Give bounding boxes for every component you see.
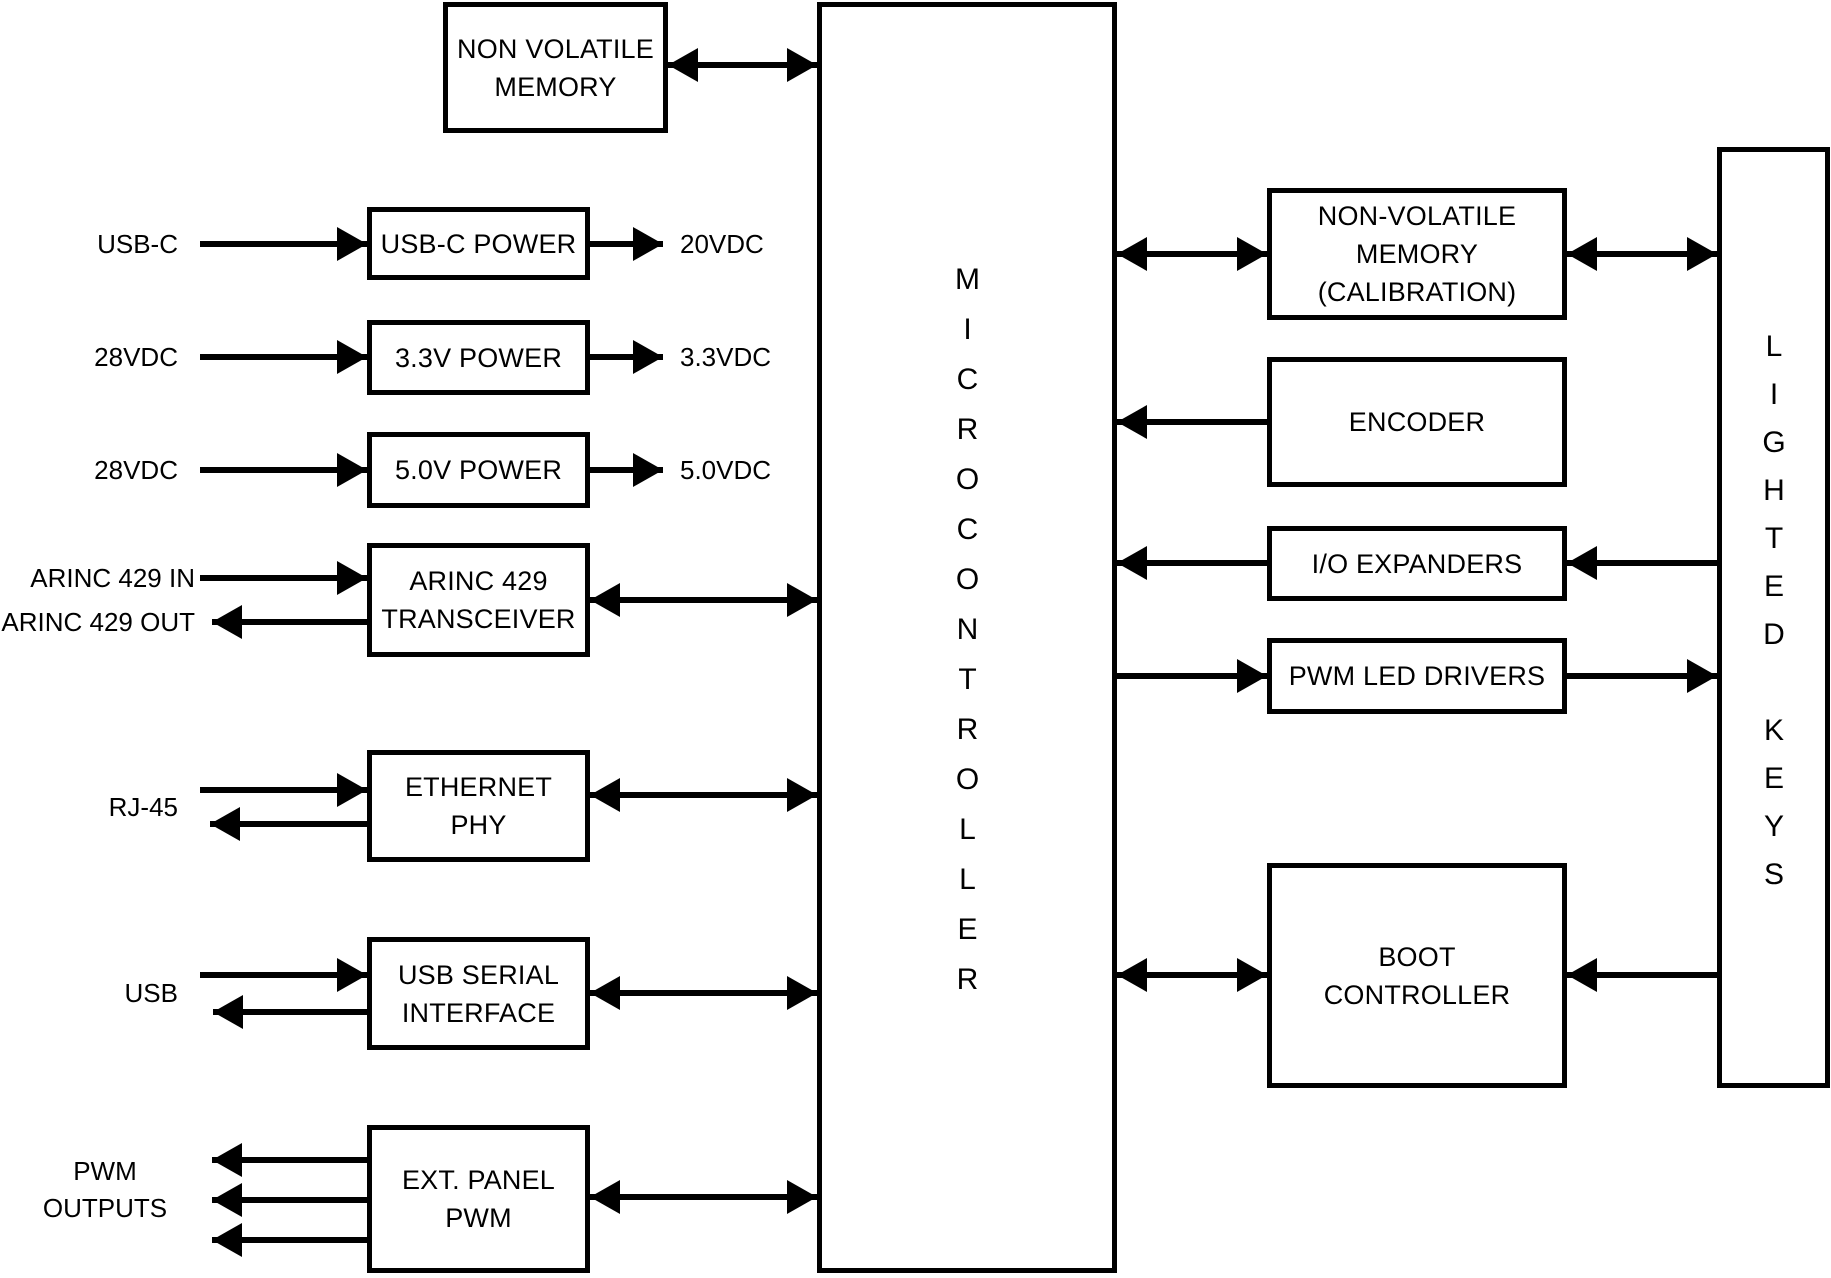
block-label: USB SERIAL INTERFACE xyxy=(397,959,560,1028)
block-label: PWM LED DRIVERS xyxy=(1288,661,1546,691)
block-label: EXT. PANEL PWM xyxy=(401,1165,556,1233)
block-encoder: ENCODER xyxy=(1267,357,1567,487)
label-5v0vdc: 5.0VDC xyxy=(680,455,772,485)
label-3v3vdc: 3.3VDC xyxy=(680,342,772,372)
block-label: BOOT CONTROLLER xyxy=(1323,941,1511,1010)
block-nvm-calibration: NON-VOLATILE MEMORY (CALIBRATION) xyxy=(1267,188,1567,320)
block-label: 3.3V POWER xyxy=(394,342,563,373)
label-rj-45: RJ-45 xyxy=(108,792,178,822)
block-ethernet-phy: ETHERNET PHY xyxy=(367,750,590,862)
block-arinc-429-transceiver: ARINC 429 TRANSCEIVER xyxy=(367,543,590,657)
block-label: NON-VOLATILE MEMORY (CALIBRATION) xyxy=(1317,201,1517,307)
block-usb-serial-interface: USB SERIAL INTERFACE xyxy=(367,937,590,1050)
block-3v3-power: 3.3V POWER xyxy=(367,320,590,395)
label-28vdc-a: 28VDC xyxy=(94,342,178,372)
block-usb-c-power: USB-C POWER xyxy=(367,207,590,280)
block-ext-panel-pwm: EXT. PANEL PWM xyxy=(367,1125,590,1273)
block-lighted-keys: LIGHTED KEYS xyxy=(1717,147,1830,1088)
label-pwm-outputs: PWM OUTPUTS xyxy=(42,1156,168,1223)
label-arinc-429-in: ARINC 429 IN xyxy=(30,563,195,593)
block-label: 5.0V POWER xyxy=(394,455,563,485)
block-io-expanders: I/O EXPANDERS xyxy=(1267,526,1567,601)
block-boot-controller: BOOT CONTROLLER xyxy=(1267,863,1567,1088)
block-label: MICROCONTROLLER xyxy=(951,262,984,1013)
label-usb-c: USB-C xyxy=(97,229,178,259)
block-label: NON VOLATILE MEMORY xyxy=(457,33,654,102)
label-usb: USB xyxy=(124,978,178,1008)
block-label: LIGHTED KEYS xyxy=(1757,329,1791,906)
block-label: ENCODER xyxy=(1348,407,1486,437)
label-28vdc-b: 28VDC xyxy=(94,455,178,485)
block-label: ARINC 429 TRANSCEIVER xyxy=(381,566,576,634)
block-label: USB-C POWER xyxy=(380,228,577,259)
block-non-volatile-memory: NON VOLATILE MEMORY xyxy=(443,2,668,133)
label-20vdc: 20VDC xyxy=(680,229,764,259)
block-label: ETHERNET PHY xyxy=(404,772,553,840)
label-arinc-429-out: ARINC 429 OUT xyxy=(1,607,195,637)
block-microcontroller: MICROCONTROLLER xyxy=(817,2,1117,1273)
block-pwm-led-drivers: PWM LED DRIVERS xyxy=(1267,638,1567,714)
block-label: I/O EXPANDERS xyxy=(1311,548,1523,579)
block-5v0-power: 5.0V POWER xyxy=(367,432,590,508)
